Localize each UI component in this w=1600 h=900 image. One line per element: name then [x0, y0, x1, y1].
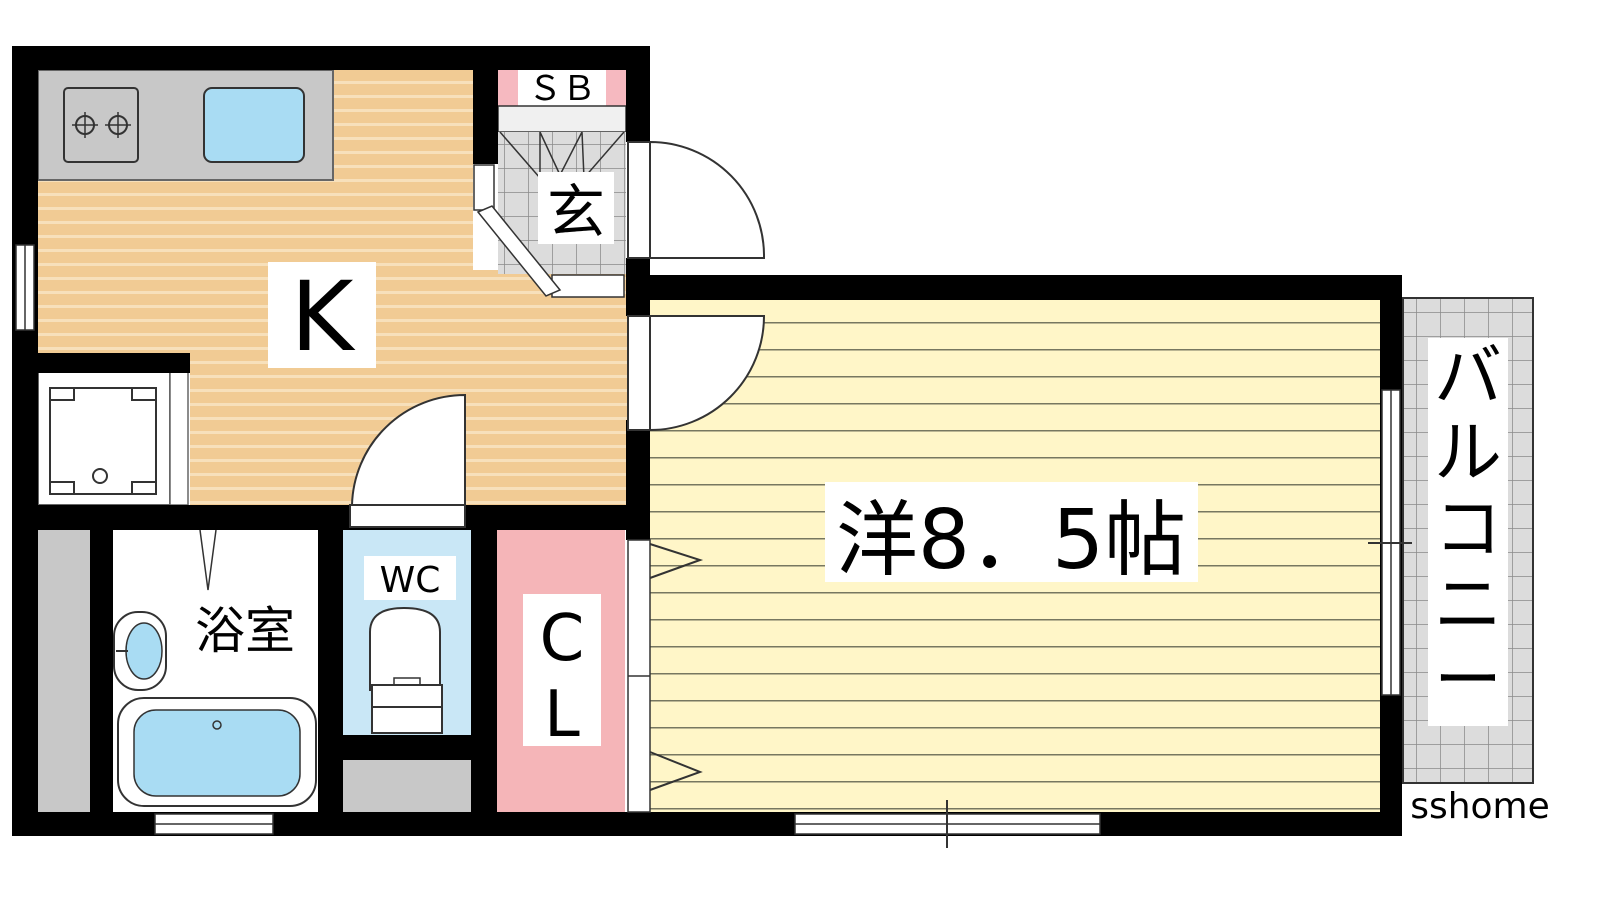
entrance-label: 玄	[538, 172, 614, 246]
toilet-icon	[369, 606, 443, 734]
balcony-label: バルコニー	[1428, 338, 1508, 726]
svg-text:玄: 玄	[547, 178, 605, 246]
washbasin-icon	[113, 611, 167, 691]
svg-text:洋8．5帖: 洋8．5帖	[836, 493, 1186, 588]
kitchen-label: K	[268, 261, 376, 373]
sink-icon	[203, 87, 305, 163]
svg-text:浴室: 浴室	[195, 602, 295, 660]
kitchen-counter	[37, 69, 334, 181]
windows	[15, 244, 1412, 848]
washing-machine-icon	[37, 371, 189, 506]
svg-text:L: L	[544, 678, 580, 752]
bathroom-area	[38, 507, 318, 812]
toilet-label: WC	[364, 556, 456, 601]
closet-label: C L	[523, 594, 601, 752]
western-room-label: 洋8．5帖	[825, 482, 1198, 588]
svg-text:WC: WC	[380, 560, 441, 601]
watermark: sshome	[1408, 784, 1553, 827]
svg-text:sshome: sshome	[1410, 786, 1550, 827]
stove-icon	[63, 87, 139, 163]
svg-text:C: C	[540, 602, 585, 676]
svg-text:K: K	[291, 261, 356, 373]
doors	[349, 140, 766, 791]
bathroom-label: 浴室	[184, 596, 306, 660]
shoe-box-label: ＳＢ	[528, 69, 596, 109]
balcony-text: バルコニー	[1434, 338, 1502, 721]
bathtub-icon	[117, 697, 317, 807]
